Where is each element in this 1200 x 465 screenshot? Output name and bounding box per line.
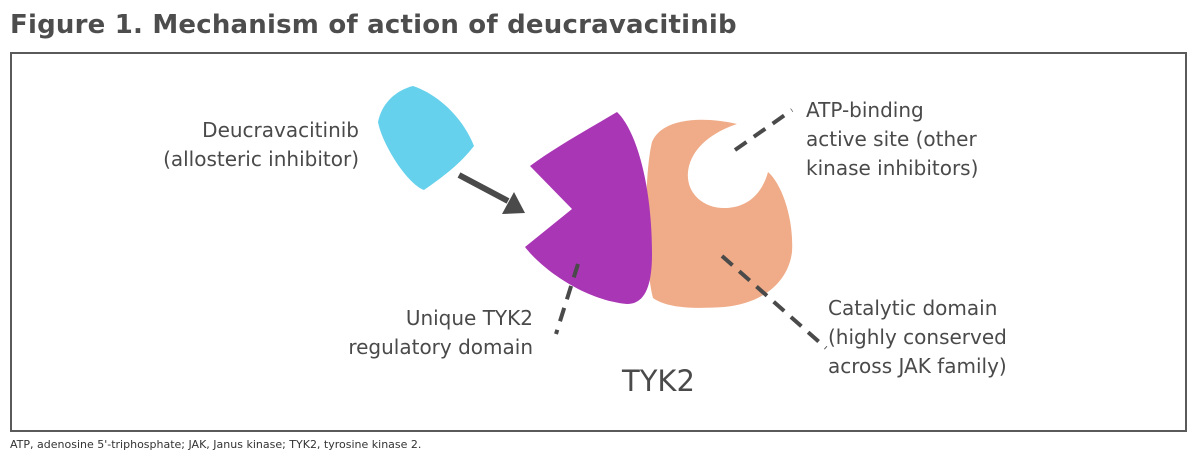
atp-site-label-line-2: active site (other xyxy=(806,127,977,151)
leader-line-catalytic xyxy=(720,254,828,350)
catalytic-domain-label: Catalytic domain (highly conserved acros… xyxy=(828,294,1007,381)
atp-site-label-line-3: kinase inhibitors) xyxy=(806,156,979,180)
figure-title: Figure 1. Mechanism of action of deucrav… xyxy=(10,10,737,40)
regulatory-label-line-2: regulatory domain xyxy=(348,335,533,359)
atp-site-label: ATP-binding active site (other kinase in… xyxy=(806,96,978,183)
regulatory-label-line-1: Unique TYK2 xyxy=(405,306,533,330)
mechanism-diagram xyxy=(378,86,828,350)
regulatory-domain-label: Unique TYK2 regulatory domain xyxy=(348,304,533,362)
atp-site-label-line-1: ATP-binding xyxy=(806,98,924,122)
catalytic-label-line-1: Catalytic domain xyxy=(828,296,998,320)
leader-line-atp-site xyxy=(733,108,794,152)
catalytic-label-line-2: (highly conserved xyxy=(828,325,1007,349)
diagram-panel: Deucravacitinib (allosteric inhibitor) A… xyxy=(10,52,1187,432)
leader-line-regulatory xyxy=(554,263,580,335)
catalytic-domain-shape xyxy=(646,119,793,308)
binding-arrow-shaft xyxy=(457,172,510,204)
catalytic-label-line-3: across JAK family) xyxy=(828,354,1007,378)
inhibitor-label-line-1: Deucravacitinib xyxy=(202,118,359,142)
deucravacitinib-shape xyxy=(378,86,474,190)
regulatory-domain-shape xyxy=(525,112,652,304)
protein-label: TYK2 xyxy=(622,364,695,398)
binding-arrow-head xyxy=(502,192,525,214)
inhibitor-label-line-2: (allosteric inhibitor) xyxy=(163,147,359,171)
footnote: ATP, adenosine 5'-triphosphate; JAK, Jan… xyxy=(10,438,422,451)
inhibitor-label: Deucravacitinib (allosteric inhibitor) xyxy=(163,116,359,174)
